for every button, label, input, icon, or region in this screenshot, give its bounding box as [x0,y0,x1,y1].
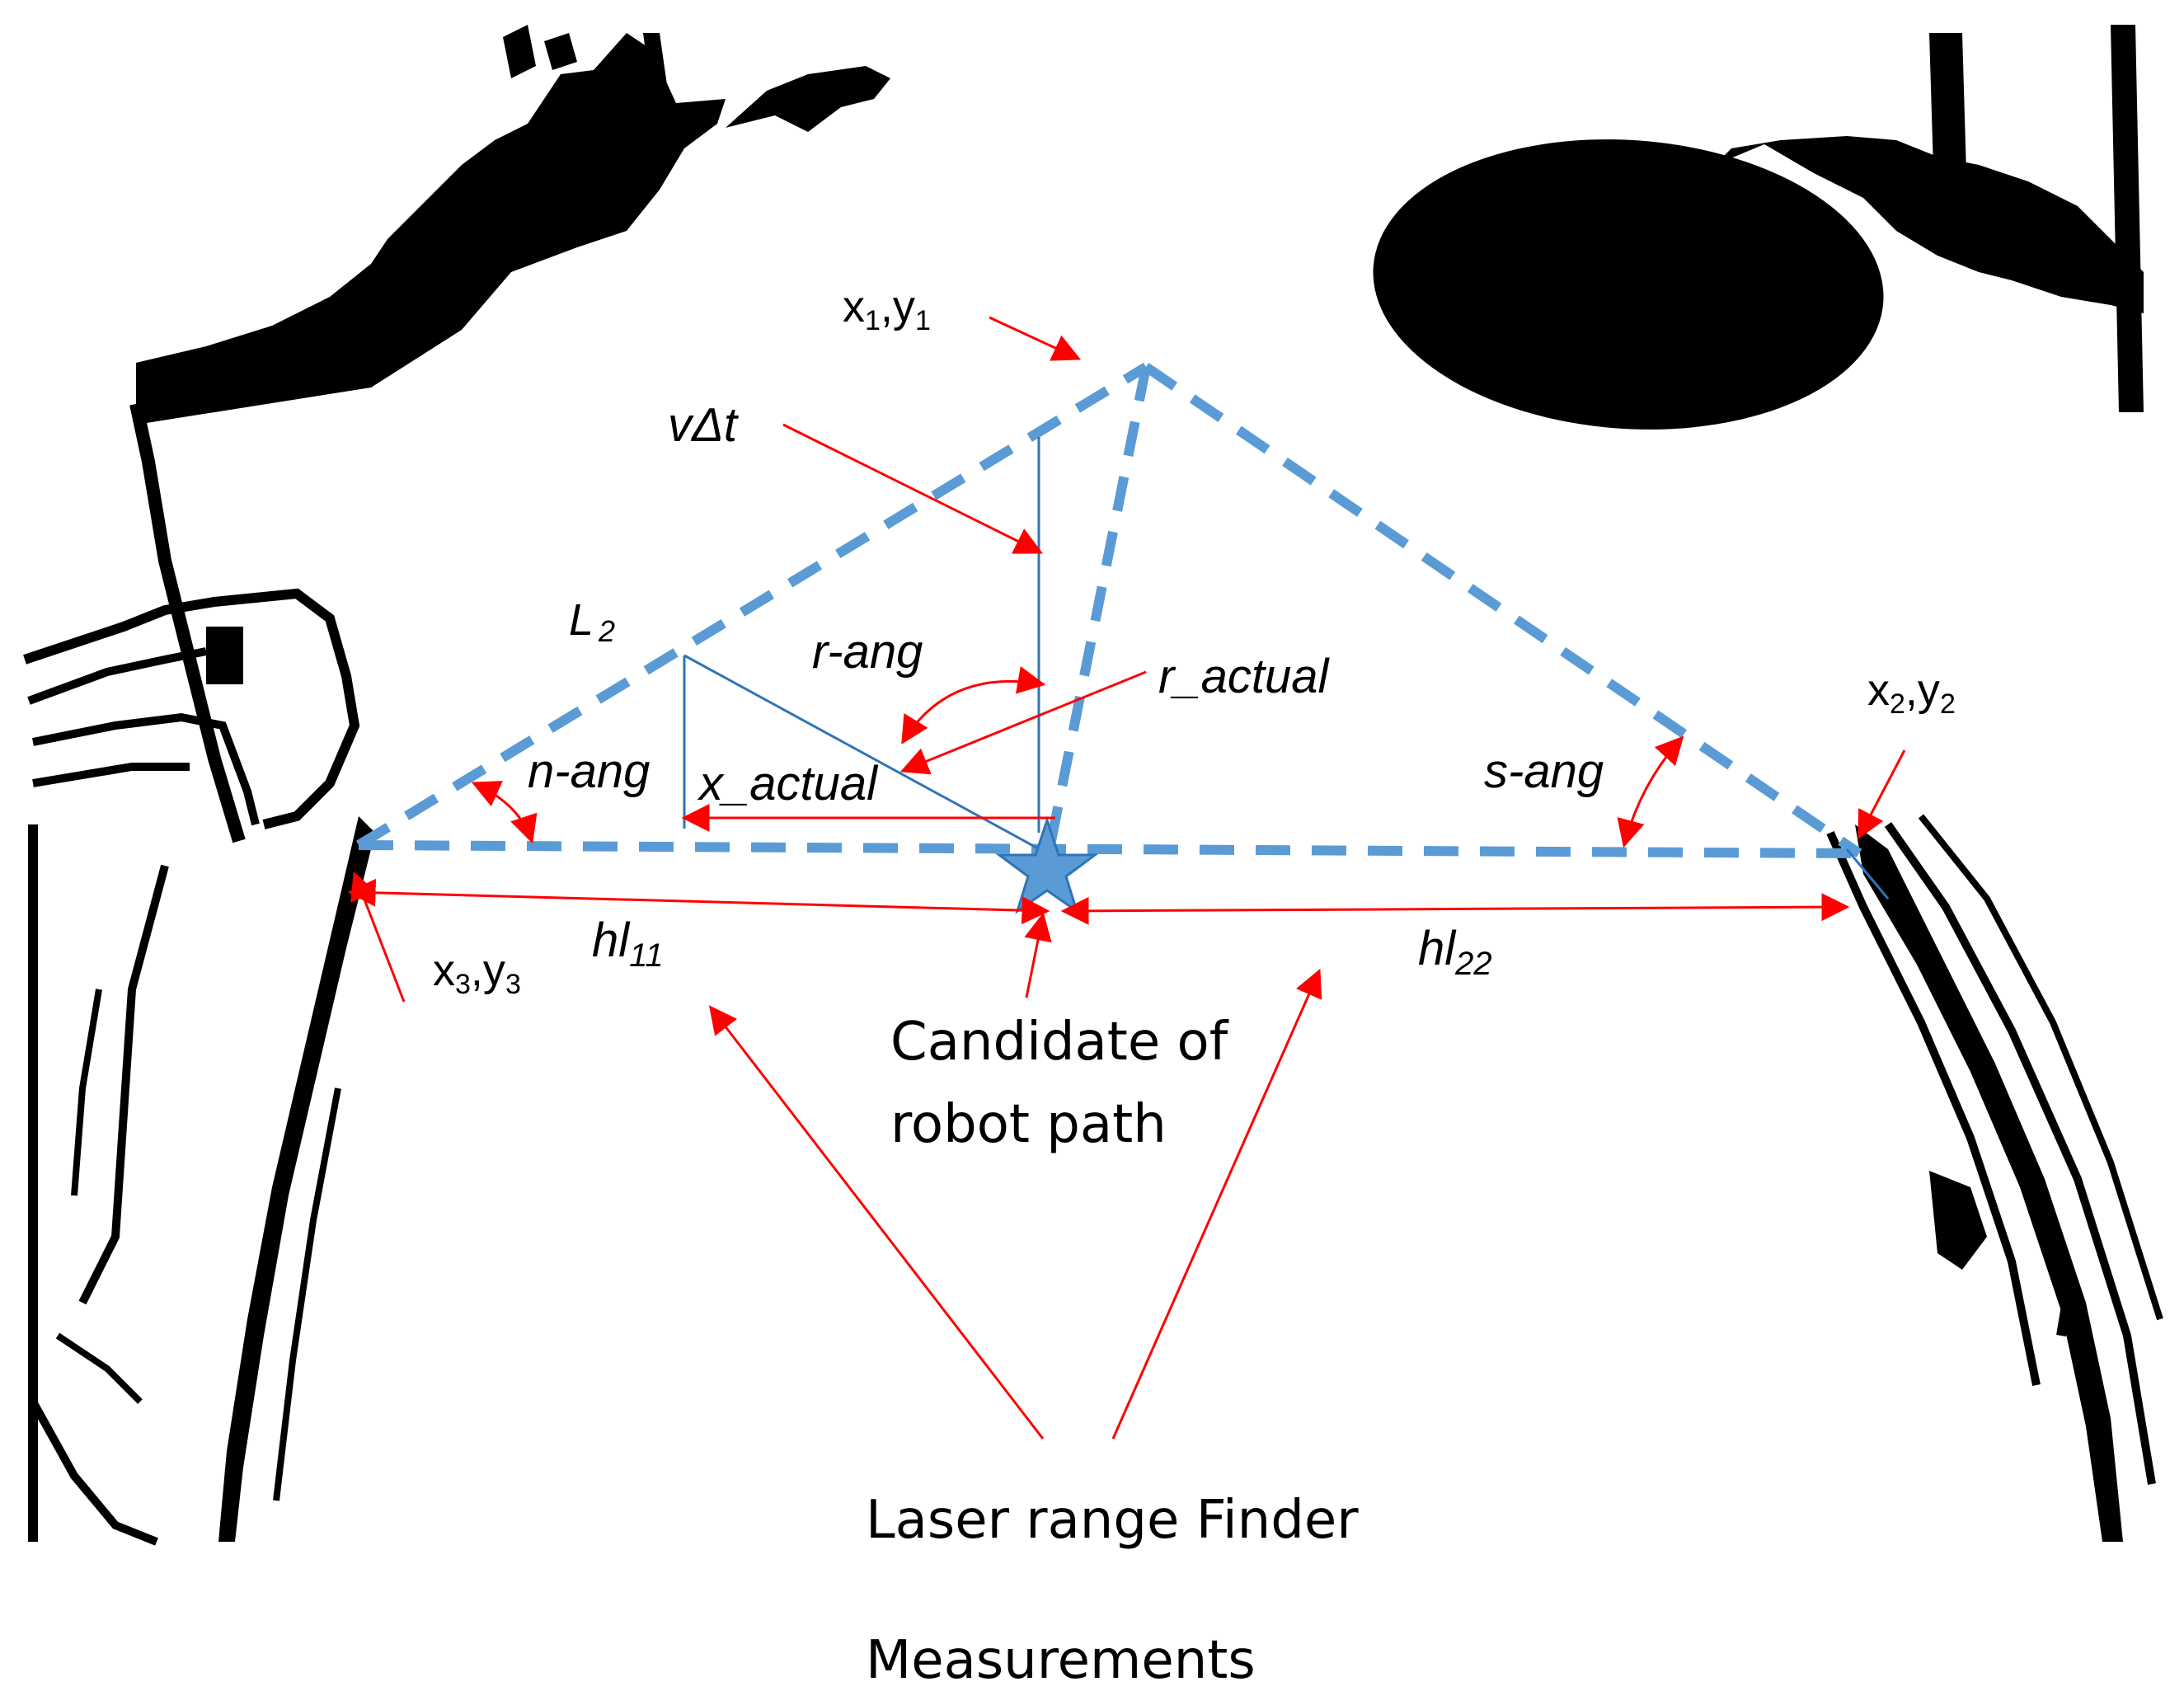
environment-background [23,25,2163,1546]
L2-diagonal-line [683,654,1048,855]
dashed-edge-left [355,362,1149,850]
label-x-actual: x_actual [697,757,879,810]
label-laser-line2: Measurements [866,1630,1256,1691]
n-ang-arc [471,781,538,844]
obstacle-ellipse [1373,139,1884,430]
label-candidate-line2: robot path [890,1094,1167,1155]
red-arrows [347,316,1906,1440]
label-r-ang: r-ang [812,625,923,679]
obstacle-top-right [1715,136,2144,313]
label-n-ang: n-ang [528,745,650,798]
left-road-edge [218,816,375,1542]
label-laser-line1: Laser range Finder [866,1490,1359,1551]
label-hl11: hl11 [592,914,664,974]
laser-arrow-left [708,1005,1045,1440]
s-ang-arc [1617,735,1684,848]
thin-construction-lines [683,437,1890,900]
triangle-dashed [355,362,1862,858]
hl11-arrow [347,878,1050,925]
dashed-edge-base [358,840,1860,858]
label-hl22: hl22 [1418,922,1492,982]
label-x2y2: x2,y2 [1867,665,1956,720]
label-candidate-line1: Candidate of [890,1012,1229,1073]
label-r-actual: r_actual [1158,650,1330,703]
dashed-edge-right [1143,363,1862,857]
r-ang-arc [901,666,1046,745]
obstacle-top-left [136,33,726,425]
laser-arrow-right [1111,968,1322,1440]
dashed-edge-center [1046,365,1151,843]
hl22-arrow [1060,893,1850,925]
label-s-ang: s-ang [1484,745,1604,798]
label-x1y1: x1,y1 [843,282,931,336]
label-x3y3: x3,y3 [433,946,521,1000]
label-vdt: vΔt [668,398,740,452]
